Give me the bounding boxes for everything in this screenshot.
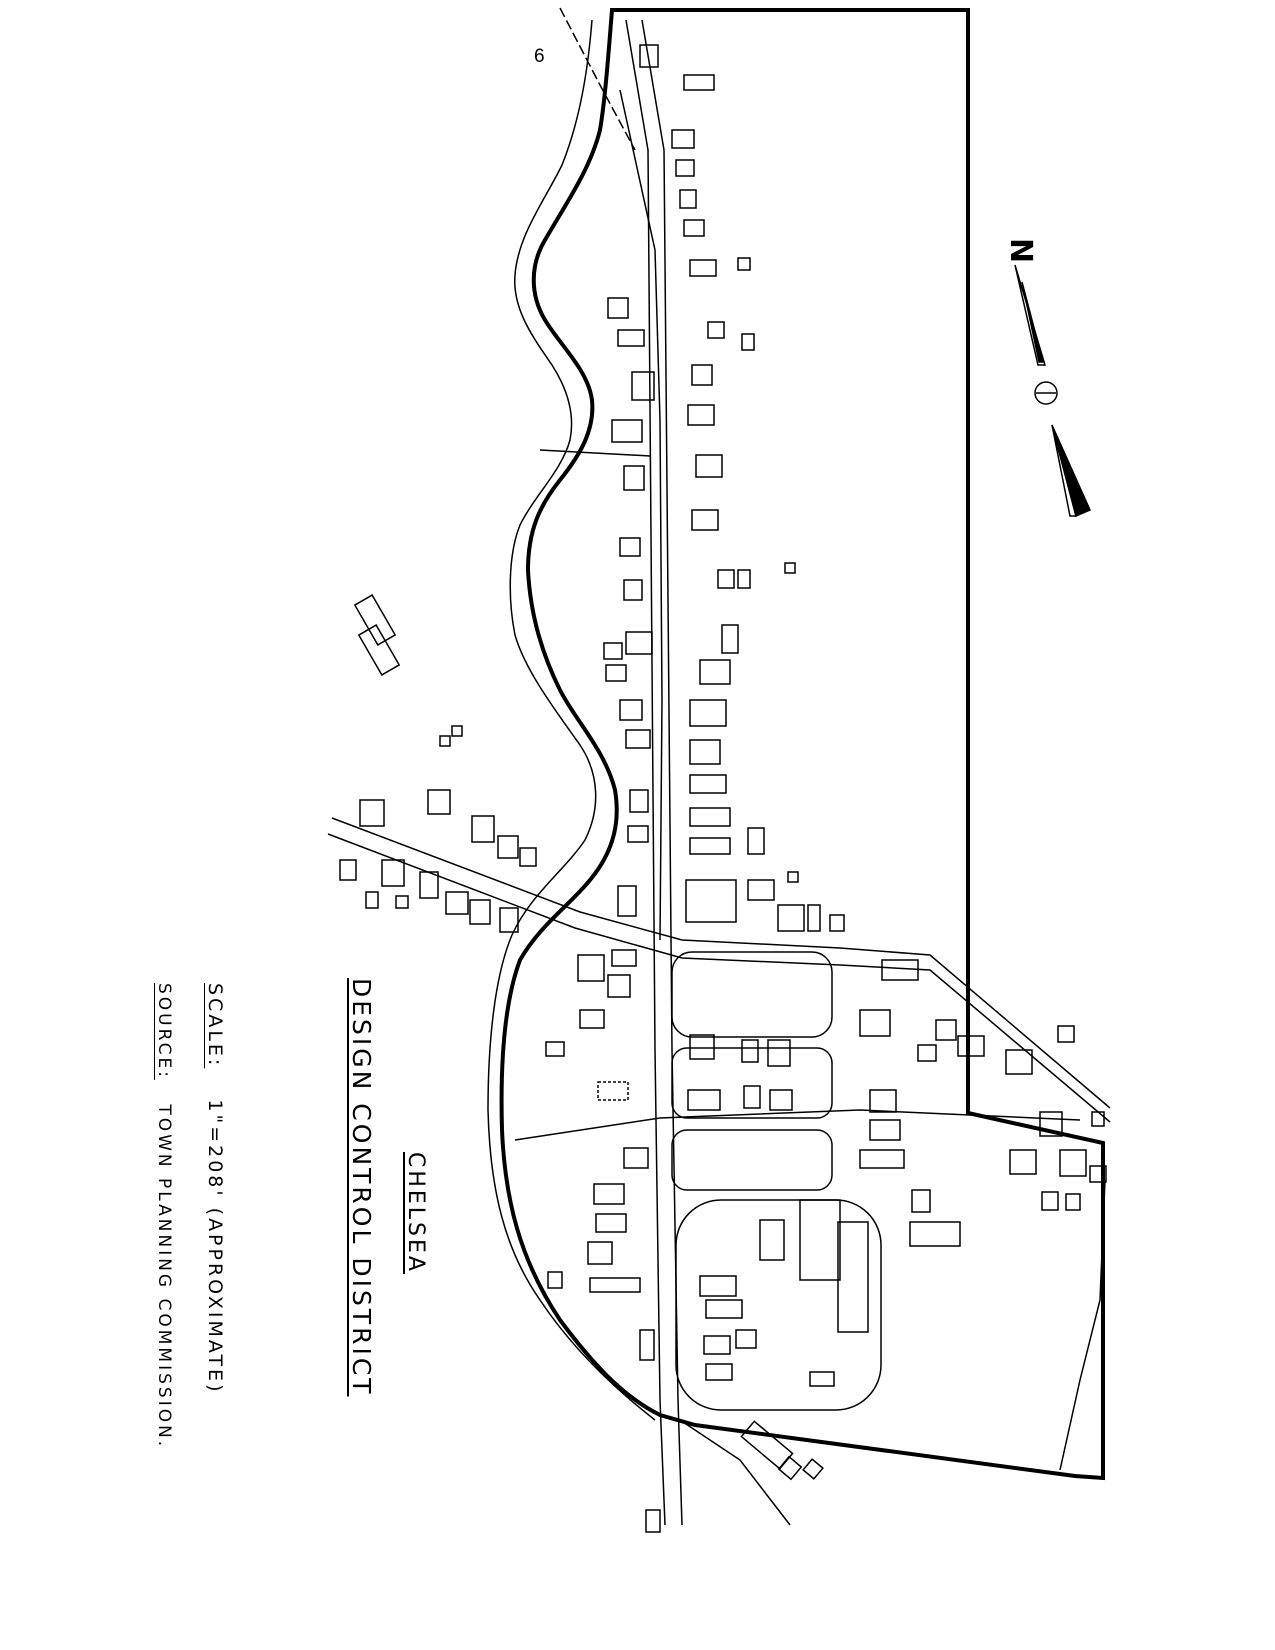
map-title-town: CHELSEA [403, 1152, 428, 1274]
source-value: TOWN PLANNING COMMISSION. [154, 1104, 174, 1450]
cross-street-west-edge [327, 833, 1111, 1123]
main-street-edge [641, 19, 683, 1526]
scale-value: 1"=208' (APPROXIMATE) [204, 1099, 226, 1395]
north-letter: N [1003, 238, 1038, 267]
lower-road [514, 1109, 1081, 1141]
map-scale: SCALE: 1"=208' (APPROXIMATE) [204, 983, 226, 1394]
map-source: SOURCE: TOWN PLANNING COMMISSION. [154, 983, 174, 1449]
school-block [675, 1199, 882, 1411]
cross-street-west [331, 817, 1111, 1109]
buildings [339, 44, 1107, 1533]
common-north [671, 951, 833, 1038]
east-road [1059, 1179, 1106, 1471]
scale-label: SCALE: [204, 983, 226, 1069]
common-south [671, 1129, 833, 1191]
southeast-road [679, 1419, 791, 1526]
district-boundary [499, 8, 1105, 1481]
river-bank-west [487, 19, 656, 1421]
footbridge [539, 449, 651, 457]
north-arrow-icon [1014, 264, 1091, 518]
page-number: 6 [534, 46, 545, 67]
source-label: SOURCE: [154, 983, 174, 1080]
map-title-district: DESIGN CONTROL DISTRICT [347, 978, 376, 1397]
road-west [619, 89, 663, 941]
common-middle [671, 1047, 833, 1119]
railroad [559, 7, 636, 151]
main-street [625, 19, 666, 1526]
